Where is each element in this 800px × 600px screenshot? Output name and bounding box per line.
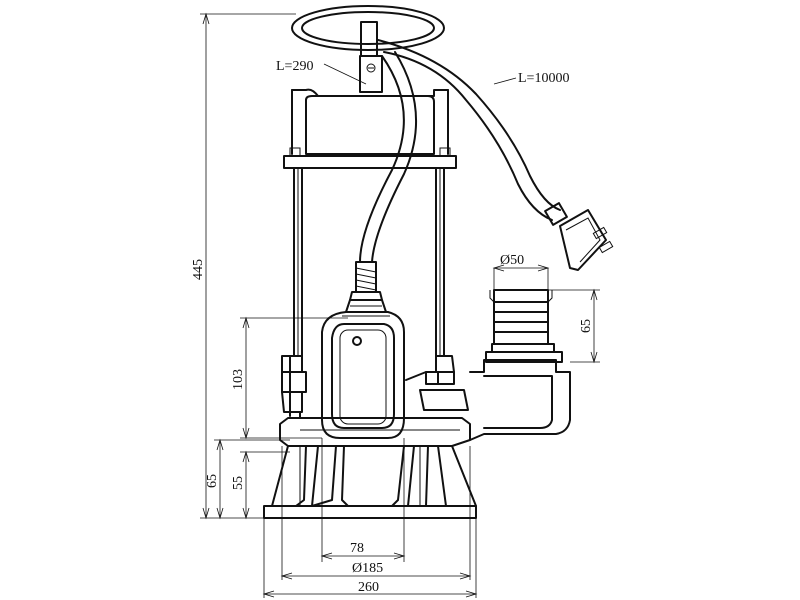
outlet-pipe — [469, 289, 571, 441]
dimension-lines — [200, 12, 600, 598]
float-height-label: 103 — [231, 369, 246, 390]
float-switch — [321, 311, 405, 439]
overall-width-label: 260 — [358, 580, 379, 595]
dimension-labels: L=290 L=10000 Ø50 78 Ø185 260 445 103 65… — [191, 59, 594, 595]
total-height-label: 445 — [191, 259, 206, 280]
power-plug — [559, 209, 614, 271]
base-inner-height-label: 55 — [231, 476, 246, 490]
float-cable-length-label: L=290 — [276, 59, 313, 74]
outlet-diameter-label: Ø50 — [500, 253, 524, 268]
motor-head — [283, 88, 457, 169]
outlet-height-label: 65 — [579, 319, 594, 333]
pump-body — [279, 355, 471, 447]
body-diameter-label: Ø185 — [352, 561, 383, 576]
float-width-label: 78 — [350, 541, 364, 556]
power-cable — [377, 39, 568, 226]
base-total-height-label: 65 — [205, 474, 220, 488]
frame-rods — [293, 167, 445, 357]
pump-stand — [263, 445, 477, 519]
carry-handle — [291, 5, 445, 93]
power-cable-length-label: L=10000 — [518, 71, 569, 86]
